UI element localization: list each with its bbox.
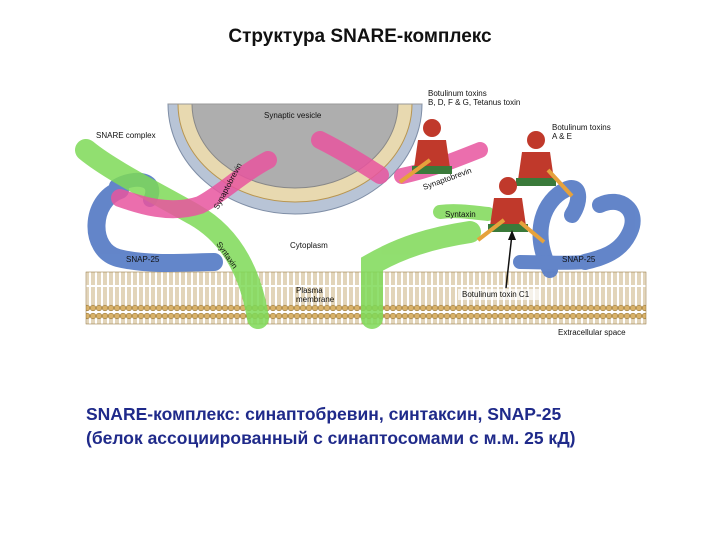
- label-toxin-c1: Botulinum toxin C1: [462, 290, 530, 299]
- slide-caption: SNARE-комплекс: синаптобревин, синтаксин…: [86, 402, 686, 450]
- toxin-figure-3: [476, 177, 546, 244]
- label-toxin-ae-2: A & E: [552, 132, 572, 141]
- synaptobrevin-left-protein: [111, 151, 277, 219]
- label-plasma-2: membrane: [296, 295, 335, 304]
- label-snare-complex: SNARE complex: [96, 131, 156, 140]
- caption-line-1: SNARE-комплекс: синаптобревин, синтаксин…: [86, 404, 562, 424]
- label-plasma-1: Plasma: [296, 286, 323, 295]
- syntaxin-right-protein: [361, 204, 495, 329]
- label-toxin-bdfg-2: B, D, F & G, Tetanus toxin: [428, 98, 520, 107]
- label-synaptic-vesicle: Synaptic vesicle: [264, 111, 322, 120]
- label-syntaxin-right: Syntaxin: [445, 210, 476, 219]
- label-toxin-bdfg-1: Botulinum toxins: [428, 89, 487, 98]
- label-cytoplasm: Cytoplasm: [290, 241, 328, 250]
- label-snap25-left: SNAP-25: [126, 255, 160, 264]
- label-extracellular-space: Extracellular space: [558, 328, 626, 337]
- toxin-figure-1: [398, 119, 452, 184]
- slide-title: Структура SNARE-комплекс: [228, 26, 492, 47]
- toxin-figure-2: [516, 131, 574, 198]
- label-snap25-right: SNAP-25: [562, 255, 596, 264]
- label-toxin-ae-1: Botulinum toxins: [552, 123, 611, 132]
- toxin-c1-arrow: [505, 233, 513, 289]
- caption-line-2: (белок ассоциированный с синаптосомами с…: [86, 428, 576, 448]
